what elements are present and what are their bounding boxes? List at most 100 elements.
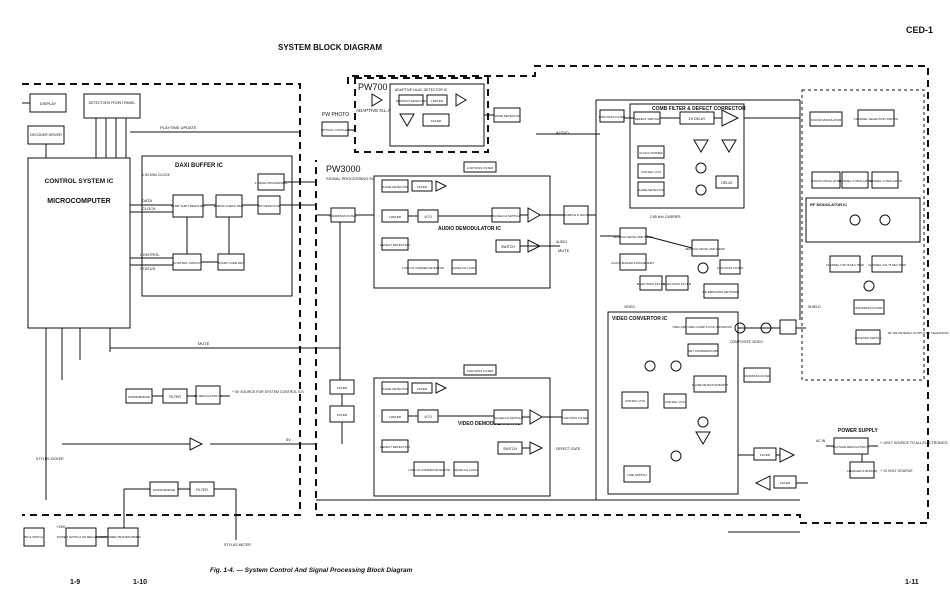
limiter-block-pw700 (426, 94, 448, 106)
control-signal-label: CONTROL (140, 252, 160, 257)
bandpass-rf-label: BANDPASS FILTER (855, 306, 883, 310)
signal-processing-label: SIGNAL PROCESSING ELECTRONICS (326, 176, 398, 181)
header-code: CED-1 (906, 25, 933, 35)
display-label: DISPLAY (40, 101, 57, 106)
ac-in-label: AC IN (816, 439, 826, 443)
charger-buffer-label: CHARGER & BUFFER (847, 469, 879, 473)
h-delay-label: 1H DELAY (689, 117, 706, 121)
limiter-pw700-label: LIMITER (431, 99, 444, 103)
chroma-vco-block (621, 391, 649, 409)
sound-modulator-label: SOUND MODULATOR (811, 118, 842, 122)
stylus-kicker-label: STYLUS KICKER (36, 457, 64, 461)
pw-photo-label: PW PHOTO (322, 112, 349, 118)
de-emphasis-block (703, 283, 739, 299)
dropout-detector-block (398, 94, 424, 106)
squelch-logic-audio-label: SQUELCH LOGIC (452, 266, 478, 270)
sample-hold-label: SAMPLE & HOLD (564, 213, 589, 217)
key-comparators-label: KEY COMPARATORS (688, 349, 718, 353)
regulator-5v-label: 5V REGULATOR IC (195, 394, 223, 398)
rf-modulator-outline (801, 89, 925, 381)
page-number-middle: 1-10 (133, 579, 147, 586)
pos-source-label: + 10 VOLT SOURCE (880, 469, 913, 473)
filter-audio-label: FILTER (417, 185, 428, 189)
low-pass-audio-label: LOW PASS FILTER (467, 166, 494, 170)
shift-register-label: 24 BIT SHIFT REGISTER (171, 204, 206, 208)
band-pass-2-label: BAND PASS FILTER (663, 282, 692, 286)
band-pass-2 (665, 275, 689, 291)
clock-buffer-label: CLOCK BUFFER & PHASE SHIFT (611, 261, 655, 265)
sound-osc-block (811, 171, 841, 189)
rf-modulator-ic (805, 197, 921, 243)
stylus-meter-label: STYLUS METER (224, 543, 251, 547)
channel-select-label: CHANNEL SELECTION SWITCH (854, 117, 899, 121)
diode-bridge-2-label: DIODE BRIDGE (153, 488, 175, 492)
defect-detection-video (381, 439, 409, 453)
diode-bridge-label: DIODE BRIDGE (128, 395, 150, 399)
error-check-label: ERROR CHECK REG. (214, 204, 245, 208)
channel-select-block (857, 109, 895, 127)
bandpass-main-label: BANDPASS FILTER (329, 214, 357, 218)
adaptive-ic-label: ADAPTIVE NLAC DETECTOR IC (395, 88, 448, 92)
phase-detector-comb (637, 181, 665, 197)
bandpass-chroma-label: BANDPASS FILTER (743, 374, 771, 378)
delay-label: DELAY (721, 181, 733, 185)
phase-detector-burst-label: PHASE DETECTOR BURST (692, 383, 728, 387)
ch4-trap-label: CHANNEL 4 61.75 MHz TRAP (868, 263, 906, 267)
line-switch-block (623, 465, 651, 483)
power-switch-label: POWER SWITCH ON MECHANISM (57, 535, 106, 539)
shield-label: SHIELD (808, 305, 821, 309)
ntsc-vco-block (637, 163, 665, 179)
video-demodulator-ic (373, 377, 551, 497)
phase-detector-comb-label: PHASE DETECTOR (637, 188, 665, 192)
low-pass-filter-comb (599, 109, 625, 123)
filter-pwr-2-label: FILTER (780, 481, 791, 485)
switch-video-label: SWITCH (503, 447, 517, 451)
sound-modulator-block (809, 111, 843, 127)
start-code-label: START CODE DET (218, 261, 244, 265)
figure-caption: Fig. 1-4. — System Control And Signal Pr… (210, 567, 413, 574)
pw700-filter-label: FILTER (431, 119, 442, 123)
squelch-logic-audio (451, 259, 477, 275)
mhz-clock-label: 1.53 MHz CLOCK (142, 173, 171, 177)
bandpass-rf (853, 299, 885, 315)
carrier-label: 2.85 kHz CARRIER (650, 215, 681, 219)
amp-block (779, 319, 797, 335)
phase-detector-video-label: PHASE DETECTOR (381, 387, 409, 391)
control-system-label: CONTROL SYSTEM IC (45, 178, 114, 185)
filter-ps2-label: FILTER (196, 488, 208, 492)
video-demod-label: VIDEO DEMODULATOR IC (458, 421, 521, 427)
loss-carrier-audio-label: LOSS OF CARRIER DETECTOR (402, 266, 444, 270)
filter-equalizer-label: FILTER (337, 413, 348, 417)
power-supply-label: POWER SUPPLY (838, 428, 878, 434)
de-emphasis-label: DE-EMPHASIS NETWORK (703, 290, 740, 294)
pw3000-label: PW3000 (326, 164, 361, 174)
diagram-title: SYSTEM BLOCK DIAGRAM (278, 43, 382, 52)
filter-video-label: FILTER (417, 387, 428, 391)
sw-8-label: 8W & SWITCH (24, 535, 44, 539)
ch3-trap-label: CHANNEL 3 55.75 MHz TRAP (826, 263, 864, 267)
defect-switch-label: DEFECT SWITCH (635, 117, 660, 121)
low-pass-out-label: LOW PASS FILTER (562, 416, 589, 420)
noise-detector-label: NOISE DETECTOR (494, 114, 521, 118)
audio-signal-label: AUDIO (556, 130, 569, 135)
squelch-switch-video-label: SQUELCH SWITCH (494, 416, 521, 420)
low-pass-video-label: LOW PASS FILTER (467, 369, 494, 373)
low-pass-vd-label: LOW PASS FILTER (717, 266, 744, 270)
line-switch-label: LINE SWITCH (627, 473, 646, 477)
detectors-label: DETECTORS FRONT PANEL (89, 101, 136, 105)
mute-label-ctrl: MUTE (198, 341, 210, 346)
phase-detector-burst (693, 375, 727, 393)
antenna-output-label: RF OR ANTENNA OUTPUT TO TELEVISION (888, 331, 949, 335)
limiter-video-label: LIMITER (389, 415, 402, 419)
antenna-switch-label: ANTENNA SWITCH (855, 336, 882, 340)
filter-video (411, 382, 433, 394)
vertical-detail-2-label: VERTICAL DETAIL AMP & EMO (685, 247, 726, 251)
squelch-logic-video-label: SQUELCH LOGIC (454, 468, 480, 472)
video-amp-block (685, 317, 719, 335)
page-number-right: 1-11 (905, 579, 919, 586)
clock-divider-label: CLOCK DIVIDER (639, 151, 663, 155)
clock-buffer-block (619, 253, 647, 271)
power-transformer-label: POWER TRANSFORMER (105, 535, 141, 539)
plus-10v-label: + 10VLT SOURCE TO ALL ELECTRONICS (880, 441, 948, 445)
